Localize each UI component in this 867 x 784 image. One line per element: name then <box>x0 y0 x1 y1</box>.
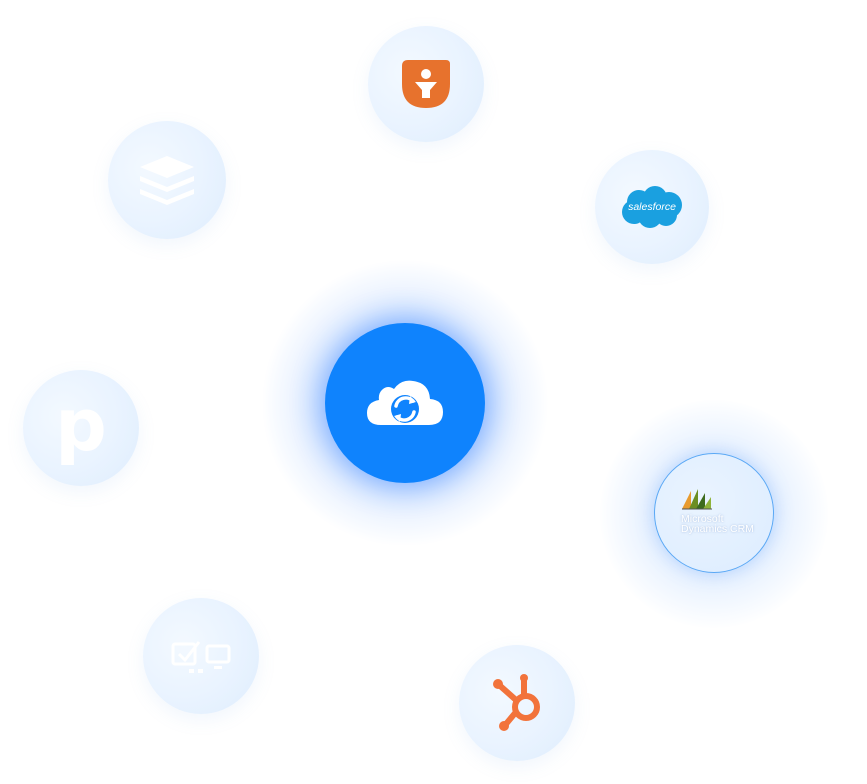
dynamics-logo-icon <box>682 489 712 510</box>
integration-dynamics-crm[interactable]: Microsoft Dynamics CRM <box>654 453 774 573</box>
salesforce-label: salesforce <box>628 201 676 213</box>
integration-pipedrive[interactable]: p <box>23 370 139 486</box>
integration-layers[interactable] <box>108 121 226 239</box>
integration-hubspot[interactable] <box>459 645 575 761</box>
dynamics-label-line2: Dynamics CRM <box>681 523 754 535</box>
pipedrive-icon: p <box>55 383 107 467</box>
hubspot-sprocket-icon <box>493 674 540 731</box>
funnel-person-icon <box>402 60 450 108</box>
hub-cloud-sync[interactable] <box>325 323 485 483</box>
cloud-sync-icon <box>367 380 443 425</box>
checkbox-monitor-icon <box>171 641 231 673</box>
salesforce-cloud-icon: salesforce <box>622 186 682 228</box>
dynamics-label-line1: Microsoft <box>681 513 724 525</box>
integration-checkbox[interactable] <box>143 598 259 714</box>
integration-funnel[interactable] <box>368 26 484 142</box>
stacked-layers-icon <box>140 156 194 205</box>
integration-salesforce[interactable]: salesforce <box>595 150 709 264</box>
dynamics-label: Microsoft Dynamics CRM <box>681 513 754 535</box>
